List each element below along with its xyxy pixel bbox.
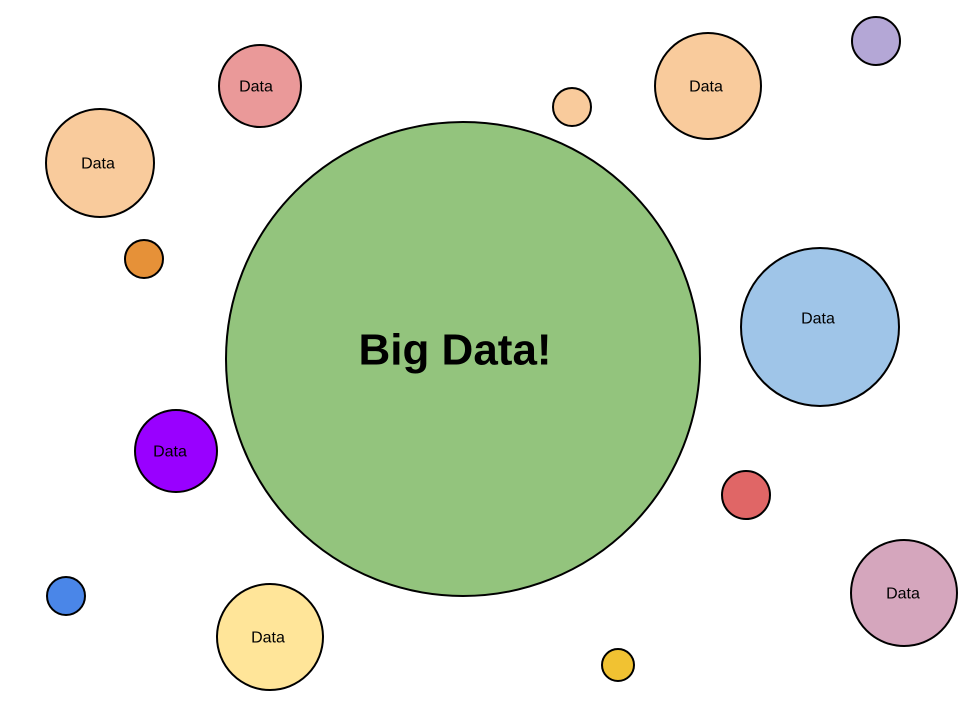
data-bubble-11-label: Data: [251, 630, 285, 647]
data-bubble-1-circle: [218, 44, 302, 128]
data-bubble-2-circle: [45, 108, 155, 218]
data-bubble-13-circle: [850, 539, 958, 647]
big-data-label: Big Data!: [358, 326, 551, 375]
data-bubble-10: [46, 576, 86, 616]
data-bubble-4-circle: [654, 32, 762, 140]
data-bubble-13: Data: [850, 539, 958, 647]
data-bubble-6: [124, 239, 164, 279]
data-bubble-2-label: Data: [81, 156, 115, 173]
data-bubble-9: [721, 470, 771, 520]
data-bubble-8-circle: [134, 409, 218, 493]
data-bubble-5-circle: [851, 16, 901, 66]
data-bubble-12: [601, 648, 635, 682]
data-bubble-7: Data: [740, 247, 900, 407]
data-bubble-4: Data: [654, 32, 762, 140]
data-bubble-9-circle: [721, 470, 771, 520]
data-bubble-7-circle: [740, 247, 900, 407]
data-bubble-13-label: Data: [886, 586, 920, 603]
data-bubble-11-circle: [216, 583, 324, 691]
data-bubble-3: [552, 87, 592, 127]
data-bubble-6-circle: [124, 239, 164, 279]
data-bubble-2: Data: [45, 108, 155, 218]
data-bubble-1: Data: [218, 44, 302, 128]
data-bubble-8-label: Data: [153, 444, 187, 461]
data-bubble-4-label: Data: [689, 79, 723, 96]
data-bubble-12-circle: [601, 648, 635, 682]
big-data-bubble: Big Data!: [225, 121, 701, 597]
data-bubble-8: Data: [134, 409, 218, 493]
data-bubble-3-circle: [552, 87, 592, 127]
data-bubble-11: Data: [216, 583, 324, 691]
data-bubble-5: [851, 16, 901, 66]
data-bubble-1-label: Data: [239, 79, 273, 96]
data-bubble-7-label: Data: [801, 311, 835, 328]
big-data-circle: [225, 121, 701, 597]
data-bubble-10-circle: [46, 576, 86, 616]
